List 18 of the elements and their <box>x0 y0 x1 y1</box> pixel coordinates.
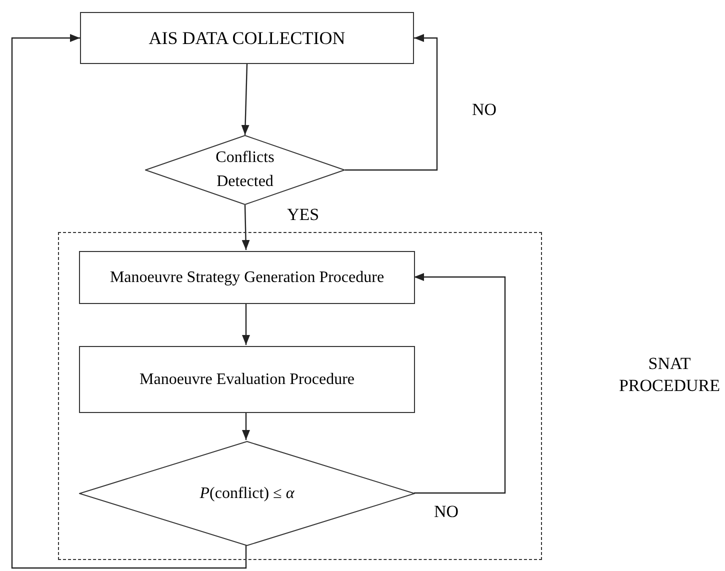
group-label: SNAT PROCEDURE <box>618 353 722 397</box>
arrow <box>414 273 506 494</box>
node-text: Manoeuvre Evaluation Procedure <box>138 370 356 390</box>
process-box <box>79 251 415 304</box>
arrow <box>241 64 250 136</box>
arrow <box>242 412 250 440</box>
process-box <box>79 346 415 413</box>
node-text: Conflicts Detected <box>214 148 276 192</box>
arrow <box>242 303 250 345</box>
arrow <box>11 34 247 569</box>
arrow <box>242 204 250 250</box>
arrow <box>345 34 438 171</box>
decision-diamond <box>79 441 415 546</box>
process-box <box>80 12 414 64</box>
node-text: Manoeuvre Strategy Generation Procedure <box>108 268 386 288</box>
node-text: P(conflict) ≤ α <box>198 484 296 504</box>
decision-diamond <box>145 135 345 205</box>
node-text: AIS DATA COLLECTION <box>148 27 346 50</box>
